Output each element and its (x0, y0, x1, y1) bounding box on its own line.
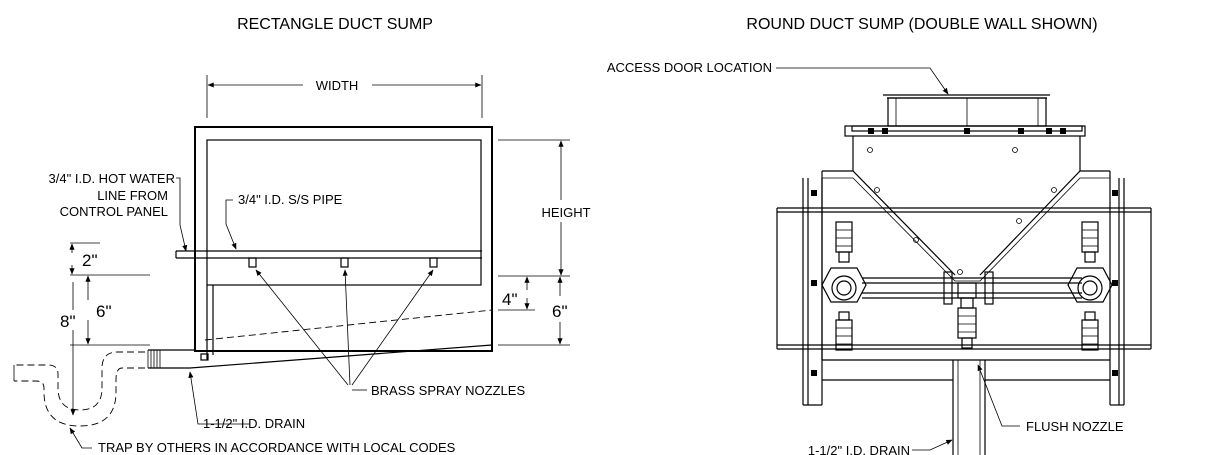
dim-2in: 2" (82, 251, 98, 270)
dim-4in: 4" (502, 290, 518, 309)
left-valve-assembly (821, 221, 867, 351)
hot-water-line-2: LINE FROM (97, 188, 168, 203)
right-dimensions: HEIGHT 4" 6" (498, 139, 591, 346)
access-door: ACCESS DOOR LOCATION (607, 60, 1050, 127)
height-label: HEIGHT (541, 205, 590, 220)
sump-body (147, 126, 493, 369)
access-door-label: ACCESS DOOR LOCATION (607, 60, 772, 75)
round-duct-sump: ROUND DUCT SUMP (DOUBLE WALL SHOWN) ACCE… (607, 16, 1152, 455)
ss-pipe-label: 3/4" I.D. S/S PIPE (238, 192, 343, 207)
hot-water-line-3: CONTROL PANEL (60, 204, 168, 219)
funnel-body (821, 136, 1111, 361)
left-callouts: 3/4" I.D. HOT WATER LINE FROM CONTROL PA… (49, 171, 526, 455)
drain-label-left: 1-1/2" I.D. DRAIN (203, 416, 305, 431)
left-dimensions: 2" 8" 6" (60, 242, 150, 416)
dim-8in: 8" (60, 312, 76, 331)
flange-bolts (811, 128, 1118, 376)
duct-walls (776, 178, 1152, 406)
center-flush-nozzle (957, 282, 977, 349)
flush-nozzle-label: FLUSH NOZZLE (1026, 419, 1124, 434)
dim-6in-right: 6" (552, 302, 568, 321)
p-trap (13, 351, 145, 427)
spray-nozzles-label: BRASS SPRAY NOZZLES (371, 383, 525, 398)
drain-label-right: 1-1/2" I.D. DRAIN (808, 443, 910, 455)
left-title: RECTANGLE DUCT SUMP (237, 16, 433, 33)
rectangle-duct-sump: RECTANGLE DUCT SUMP WIDTH (13, 16, 591, 455)
width-label: WIDTH (316, 78, 359, 93)
right-title: ROUND DUCT SUMP (DOUBLE WALL SHOWN) (746, 16, 1097, 33)
dim-6in-left: 6" (96, 302, 112, 321)
drain-outlet (952, 360, 986, 455)
drain-threads (147, 350, 161, 368)
trap-label: TRAP BY OTHERS IN ACCORDANCE WITH LOCAL … (98, 440, 456, 455)
right-valve-assembly (1067, 221, 1113, 351)
width-dimension: WIDTH (206, 75, 483, 118)
hot-water-line-1: 3/4" I.D. HOT WATER (49, 171, 175, 186)
manifold-pipe (862, 271, 1082, 305)
right-callouts: FLUSH NOZZLE 1-1/2" I.D. DRAIN (808, 364, 1124, 455)
